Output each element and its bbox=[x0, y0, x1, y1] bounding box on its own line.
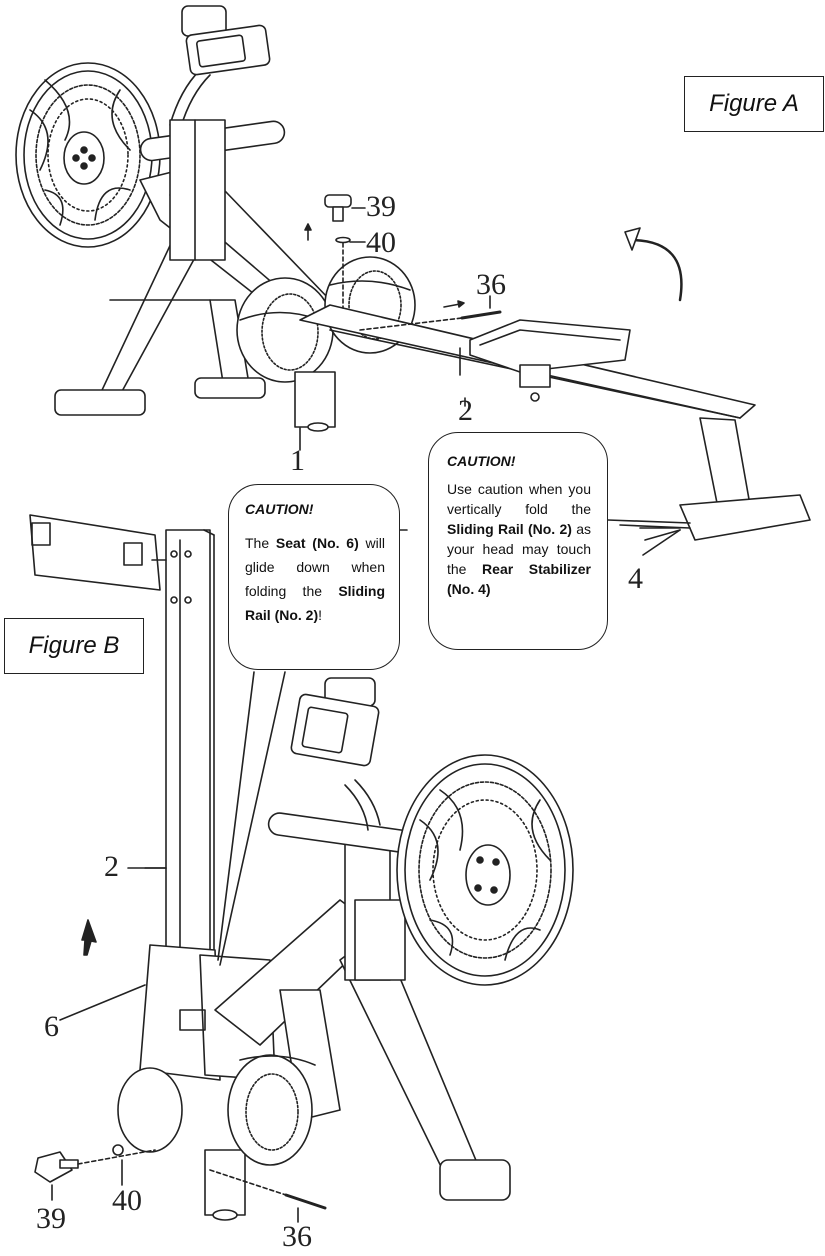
caution-text-run: will glide down when folding the bbox=[245, 535, 385, 599]
part-label-1-a: 1 bbox=[290, 444, 305, 477]
caution-seat-text: The Seat (No. 6) will glide down when fo… bbox=[245, 531, 385, 627]
figure-a-drawing bbox=[15, 5, 811, 556]
caution-bold-run: Rear Stabilizer (No. 4) bbox=[447, 561, 591, 597]
part-label-2-a: 2 bbox=[458, 394, 473, 427]
part-label-4-a: 4 bbox=[628, 562, 643, 595]
caution-title: CAUTION! bbox=[245, 501, 314, 517]
part-label-39-b: 39 bbox=[36, 1202, 66, 1235]
part-label-2-b: 2 bbox=[104, 850, 119, 883]
figure-b-label: Figure B bbox=[4, 618, 144, 674]
part-label-36-a: 36 bbox=[476, 268, 506, 301]
fan-wheel-a bbox=[15, 62, 161, 248]
caution-text-run: ! bbox=[318, 607, 323, 623]
caution-text-run: The bbox=[245, 535, 276, 551]
caution-bold-run: Sliding Rail (No. 2) bbox=[447, 521, 572, 537]
caution-text-run: as your head may touch the bbox=[447, 521, 591, 577]
figure-a-title: Figure A bbox=[709, 90, 799, 117]
part-label-40-b: 40 bbox=[112, 1184, 142, 1217]
part-label-39-a: 39 bbox=[366, 190, 396, 223]
fan-wheel-b bbox=[396, 754, 574, 986]
leader-lines bbox=[51, 519, 691, 1223]
caution-head-text: Use caution when you vertically fold the… bbox=[447, 479, 591, 599]
caution-head-callout: CAUTION! Use caution when you vertically… bbox=[428, 432, 608, 650]
part-label-36-b: 36 bbox=[282, 1220, 312, 1253]
part-label-40-a: 40 bbox=[366, 226, 396, 259]
caution-title: CAUTION! bbox=[447, 453, 516, 469]
figure-a-label: Figure A bbox=[684, 76, 824, 132]
caution-bold-run: Seat (No. 6) bbox=[275, 535, 359, 551]
caution-text-run: Use caution when you vertically fold the bbox=[447, 481, 591, 517]
part-label-6-b: 6 bbox=[44, 1010, 59, 1043]
caution-seat-callout: CAUTION! The Seat (No. 6) will glide dow… bbox=[228, 484, 400, 670]
figure-b-drawing bbox=[29, 514, 574, 1221]
caution-bold-run: Sliding Rail (No. 2) bbox=[245, 583, 385, 623]
figure-b-title: Figure B bbox=[28, 632, 120, 659]
